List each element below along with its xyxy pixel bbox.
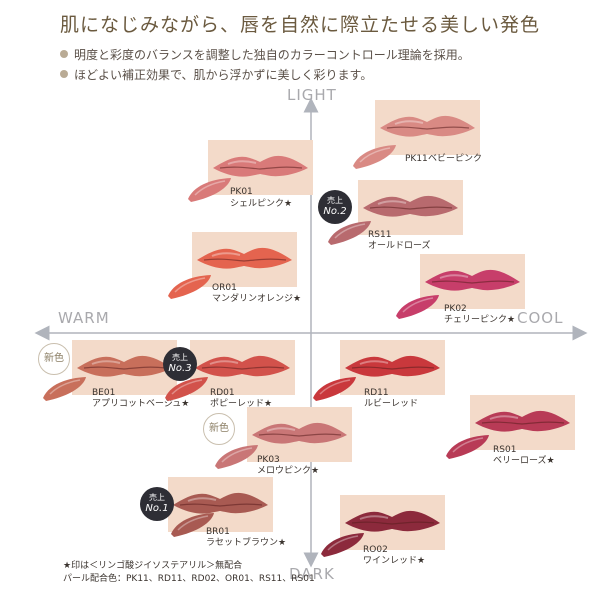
shade-code: RS11 [368,230,392,240]
lipstick-smear-or01 [165,272,215,300]
lipstick-smear-br01 [168,510,218,538]
lip-swatch-pk03 [247,407,352,462]
lipstick-smear-rd01 [162,374,212,402]
rank-badge-no1: 売上 No.1 [140,487,174,521]
bullet-2-text: ほどよい補正効果で、肌から浮かずに美しく彩ります。 [74,68,373,82]
shade-name: アプリコットベージュ★ [92,399,190,409]
lipstick-smear-ro02 [318,530,368,558]
shade-code: RS01 [493,445,517,455]
lipstick-smear-pk11 [350,142,400,170]
shade-code: PK01 [230,187,253,197]
rank-badge-prefix: 売上 [327,196,343,205]
shade-code: RO02 [363,545,388,555]
lip-swatch-pk02 [420,254,525,309]
axis-label-dark: DARK [289,565,335,583]
shade-name: ラセットブラウン★ [206,538,287,548]
lip-swatch-rs01 [470,395,575,450]
lipstick-smear-pk03 [212,442,262,470]
shade-code: BR01 [206,527,230,537]
lip-swatch-rs11 [358,180,463,235]
shade-code: PK03 [257,455,280,465]
page-title: 肌になじみながら、唇を自然に際立たせる美しい発色 [59,14,540,36]
shade-name: オールドローズ [368,241,431,251]
lipstick-smear-be01 [40,374,90,402]
rank-badge-number: No.1 [145,503,169,514]
shade-name: シェルピンク★ [230,199,293,209]
bullet-2: ほどよい補正効果で、肌から浮かずに美しく彩ります。 [60,66,372,83]
rank-badge-no2: 売上 No.2 [318,190,352,224]
lipstick-smear-rs11 [325,218,375,246]
lip-swatch-be01 [72,340,177,395]
rank-badge-number: No.3 [168,363,192,374]
lipstick-smear-pk01 [185,175,235,203]
new-color-badge-pk03: 新色 [203,413,235,445]
bullet-1: 明度と彩度のバランスを調整した独自のカラーコントロール理論を採用。 [60,46,470,63]
lip-swatch-ro02 [340,495,445,550]
shade-name: メロウピンク★ [257,466,320,476]
shade-code: PK11 [405,154,428,164]
bullet-dot-icon [60,50,68,58]
rank-badge-prefix: 売上 [149,493,165,502]
lipstick-smear-rs01 [443,432,493,460]
axis-label-light: LIGHT [287,86,337,104]
shade-name: マンダリンオレンジ★ [212,294,302,304]
lip-swatch-rd11 [340,340,445,395]
footnote-non-formulation: ★印は＜リンゴ酸ジイソステアリル＞無配合 [63,561,243,571]
shade-name: ベリーローズ★ [493,456,555,466]
footnote-pearl: パール配合色：PK11、RD11、RD02、OR01、RS11、RS01 [63,574,315,584]
rank-badge-no3: 売上 No.3 [163,347,197,381]
shade-code: RD01 [210,388,235,398]
new-color-badge-be01: 新色 [38,343,70,375]
shade-name: ベビーピンク [428,154,483,164]
bullet-1-text: 明度と彩度のバランスを調整した独自のカラーコントロール理論を採用。 [74,48,470,62]
lip-swatch-br01 [168,477,273,532]
shade-code: RD11 [364,388,389,398]
lipstick-smear-pk02 [393,292,443,320]
shade-name: チェリーピンク★ [444,315,516,325]
shade-code: BE01 [92,388,116,398]
axis-label-cool: COOL [517,309,564,327]
rank-badge-prefix: 売上 [172,353,188,362]
shade-code: PK02 [444,304,467,314]
shade-name: ポピーレッド★ [210,399,273,409]
shade-name: ルビーレッド [364,399,419,409]
shade-code: OR01 [212,283,237,293]
shade-name: ワインレッド★ [363,556,426,566]
bullet-dot-icon [60,70,68,78]
axis-label-warm: WARM [58,309,110,327]
lipstick-smear-rd11 [310,374,360,402]
rank-badge-number: No.2 [323,206,347,217]
lip-swatch-rd01 [190,340,295,395]
